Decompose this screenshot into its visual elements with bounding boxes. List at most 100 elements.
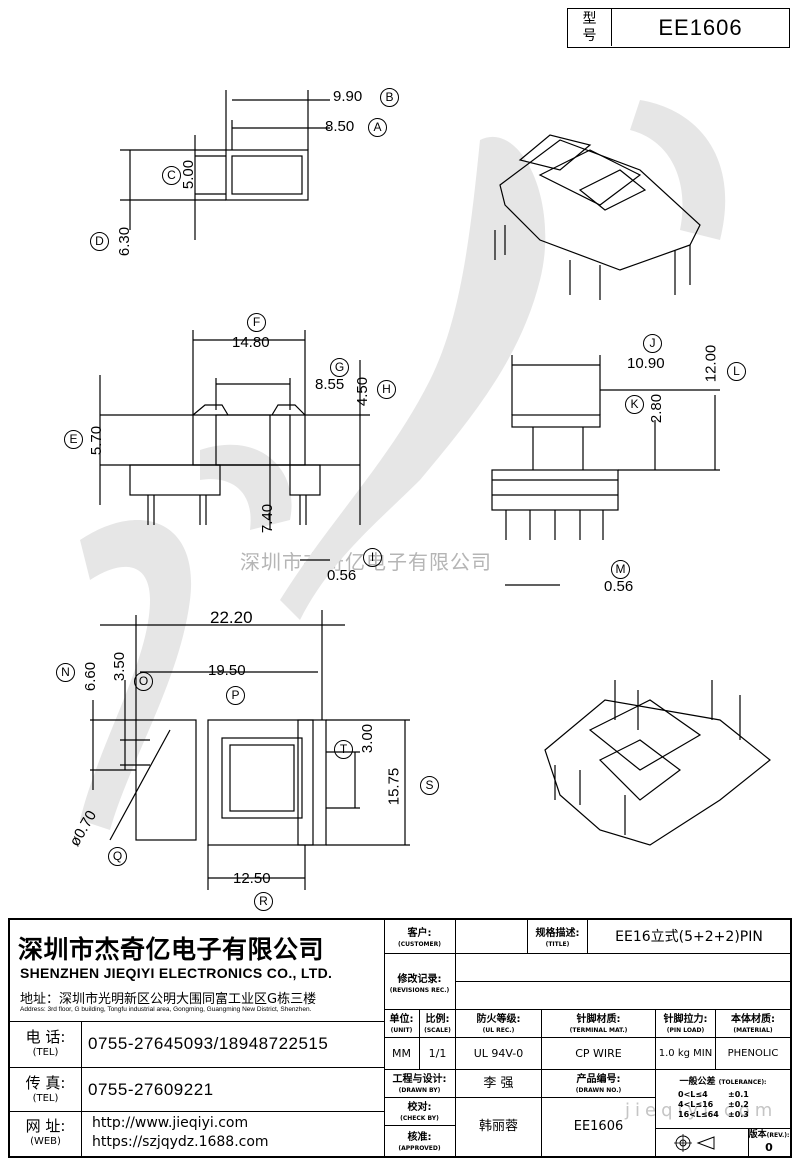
dim-J: 10.90: [627, 355, 665, 372]
circle-L: L: [727, 362, 746, 381]
circle-N: N: [56, 663, 75, 682]
terminal-label: 针脚材质:: [576, 1014, 621, 1025]
web-sub: (WEB): [30, 1136, 61, 1147]
title-label: 规格描述:: [535, 928, 580, 939]
address-cn: 深圳市光明新区公明大围同富工业区G栋三楼: [59, 992, 317, 1007]
fax-label: 传 真:: [25, 1074, 66, 1092]
approved-label: 核准:: [407, 1132, 432, 1143]
circle-I: I: [363, 548, 382, 567]
terminal-value: CP WIRE: [542, 1038, 656, 1070]
watermark-url: jieqiyi.com: [625, 1100, 778, 1121]
fax-sub: (TEL): [32, 1093, 59, 1104]
tel-sub: (TEL): [32, 1047, 59, 1058]
address-en: Address: 3rd floor, G building, Tongfu i…: [20, 1006, 312, 1013]
material-sub: (MATERIAL): [733, 1027, 773, 1034]
spec-grid: 客户:(CUSTOMER) 规格描述:(TITLE) EE16立式(5+2+2)…: [384, 920, 790, 1156]
tolerance-label: 一般公差: [679, 1077, 716, 1087]
tol-val-1: ±0.1: [728, 1090, 749, 1099]
title-block: 深圳市杰奇亿电子有限公司 SHENZHEN JIEQIYI ELECTRONIC…: [8, 918, 792, 1158]
dim-A: 8.50: [325, 118, 355, 135]
dim-H: 4.50: [354, 376, 372, 407]
company-name-en: SHENZHEN JIEQIYI ELECTRONICS CO., LTD.: [20, 965, 333, 981]
dim-P: 19.50: [208, 662, 246, 679]
customer-label: 客户:: [407, 928, 432, 939]
tol-range-3: 16<L≤64: [678, 1110, 719, 1119]
ul-value: UL 94V-0: [456, 1038, 542, 1070]
dim-T: 3.00: [359, 723, 377, 754]
circle-F: F: [247, 313, 266, 332]
dim-L: 12.00: [702, 344, 720, 383]
tolerance-sub: (TOLERANCE):: [718, 1079, 767, 1086]
iso-view-top: [494, 134, 701, 300]
company-name-cn: 深圳市杰奇亿电子有限公司: [18, 935, 325, 964]
dim-G: 8.55: [315, 376, 345, 393]
circle-C: C: [162, 166, 181, 185]
dim-S: 15.75: [385, 767, 403, 806]
material-value: PHENOLIC: [716, 1038, 790, 1070]
approved-value: 韩丽蓉: [456, 1098, 542, 1156]
tol-val-3: ±0.3: [728, 1110, 749, 1119]
store-link[interactable]: https://szjqydz.1688.com: [92, 1134, 269, 1150]
drawn-sub: (DRAWN BY): [398, 1087, 441, 1094]
check-label: 校对:: [407, 1102, 432, 1113]
scale-label: 比例:: [425, 1014, 450, 1025]
drawn-value: 李 强: [456, 1070, 542, 1098]
ul-label: 防火等级:: [476, 1014, 521, 1025]
customer-sub: (CUSTOMER): [398, 941, 441, 948]
circle-Q: Q: [108, 847, 127, 866]
circle-P: P: [226, 686, 245, 705]
model-box: 型 号 EE1606: [567, 8, 790, 48]
unit-sub: (UNIT): [390, 1027, 413, 1034]
pinload-label: 针脚拉力:: [663, 1014, 708, 1025]
version-sub: (REV.):: [766, 1132, 790, 1139]
model-label: 型 号: [568, 9, 612, 46]
tol-range-1: 0<L≤4: [678, 1090, 708, 1099]
pinload-value: 1.0 kg MIN: [656, 1038, 716, 1070]
model-value: EE1606: [658, 15, 743, 40]
approved-sub: (APPROVED): [398, 1145, 441, 1152]
dim-M: 0.56: [604, 578, 634, 595]
circle-B: B: [380, 88, 399, 107]
tol-val-2: ±0.2: [728, 1100, 749, 1109]
check-sub: (CHECK BY): [400, 1115, 439, 1122]
drawn-label: 工程与设计:: [392, 1074, 447, 1085]
fax-value: 0755-27609221: [88, 1080, 214, 1099]
drawing-no-value: EE1606: [542, 1098, 656, 1156]
ul-sub: (UL REC.): [482, 1027, 515, 1034]
circle-E: E: [64, 430, 83, 449]
dim-K: 2.80: [648, 393, 666, 424]
dim-I: 7.40: [259, 503, 277, 534]
drawing-no-sub: (DRAWN NO.): [575, 1087, 622, 1094]
revisions-sub: (REVISIONS REC.): [389, 987, 450, 994]
dim-I2: 0.56: [327, 567, 357, 584]
web-label: 网 址:: [25, 1117, 66, 1135]
circle-G: G: [330, 358, 349, 377]
dim-R: 12.50: [233, 870, 271, 887]
dim-D: 6.30: [116, 226, 134, 257]
version-value: 0: [765, 1141, 773, 1154]
scale-sub: (SCALE): [424, 1027, 451, 1034]
dim-B: 9.90: [333, 88, 363, 105]
circle-M: M: [611, 560, 630, 579]
dim-22-20: 22.20: [210, 608, 253, 627]
circle-O: O: [134, 672, 153, 691]
tolerance-table: 0<L≤4 ±0.1 4<L≤16 ±0.2 16<L≤64 ±0.3: [678, 1090, 790, 1120]
drawing-no-label: 产品编号:: [576, 1074, 621, 1085]
unit-label: 单位:: [389, 1014, 414, 1025]
dim-O: 3.50: [111, 651, 129, 682]
dim-F: 14.80: [232, 334, 270, 351]
company-panel: 深圳市杰奇亿电子有限公司 SHENZHEN JIEQIYI ELECTRONIC…: [10, 920, 385, 1156]
dim-C: 5.00: [180, 159, 198, 190]
tel-value: 0755-27645093/18948722515: [88, 1034, 329, 1053]
tol-range-2: 4<L≤16: [678, 1100, 714, 1109]
terminal-sub: (TERMINAL MAT.): [569, 1027, 628, 1034]
circle-T: T: [334, 740, 353, 759]
revisions-label: 修改记录:: [397, 974, 442, 985]
projection-symbol: [674, 1134, 715, 1152]
iso-view-bottom: [544, 680, 771, 846]
website-link[interactable]: http://www.jieqiyi.com: [92, 1115, 249, 1131]
customer-value: [456, 920, 528, 954]
address-label: 地址：: [20, 992, 60, 1007]
circle-S: S: [420, 776, 439, 795]
circle-A: A: [368, 118, 387, 137]
